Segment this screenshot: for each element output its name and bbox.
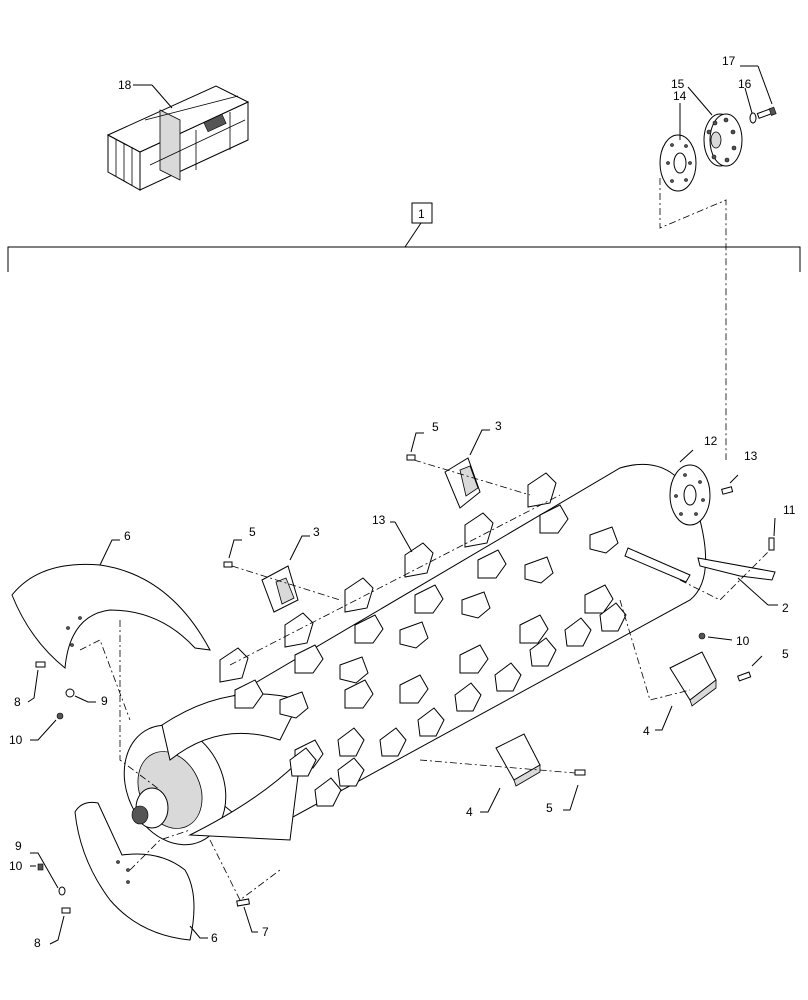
label-2: 2 xyxy=(782,601,789,615)
bolt-part-7 xyxy=(236,898,251,907)
label-13b: 13 xyxy=(744,449,758,463)
label-10c: 10 xyxy=(736,634,750,648)
bolt-part-5-right xyxy=(737,671,752,682)
washer-part-9-upper xyxy=(65,688,75,698)
label-5a: 5 xyxy=(782,647,789,661)
label-10a: 10 xyxy=(9,733,23,747)
label-5b: 5 xyxy=(546,801,553,815)
label-14: 14 xyxy=(673,89,687,103)
label-1: 1 xyxy=(418,207,425,221)
label-15: 15 xyxy=(671,77,685,91)
side-plate-part-6-lower xyxy=(74,801,195,941)
crate-part-18 xyxy=(106,85,250,191)
label-8a: 8 xyxy=(14,695,21,709)
flange-part-15 xyxy=(703,113,743,167)
label-6b: 6 xyxy=(211,931,218,945)
guard-part-3-left xyxy=(261,565,299,613)
bolt-part-8-upper xyxy=(35,661,46,668)
bolt-part-8-lower xyxy=(61,907,71,914)
plate-part-12 xyxy=(669,464,711,526)
bolt-part-5-left xyxy=(223,561,233,568)
label-10b: 10 xyxy=(9,859,23,873)
bolt-part-11 xyxy=(768,537,775,551)
label-11: 11 xyxy=(783,503,796,517)
wedge-part-4-lower xyxy=(495,733,541,787)
label-9a: 9 xyxy=(101,694,108,708)
strip-part-2 xyxy=(624,547,776,583)
bolt-part-5-top xyxy=(406,454,416,461)
plate-part-14 xyxy=(659,134,697,192)
bolt-part-5-lower xyxy=(574,769,586,776)
label-7: 7 xyxy=(262,925,269,939)
label-4b: 4 xyxy=(466,805,473,819)
label-4a: 4 xyxy=(643,724,650,738)
label-1-box xyxy=(411,202,433,224)
bolt-part-17 xyxy=(756,106,777,119)
washer-part-16 xyxy=(749,112,757,124)
guard-part-3-top xyxy=(444,457,481,509)
label-12: 12 xyxy=(704,434,718,448)
label-9b: 9 xyxy=(15,839,22,853)
washer-part-9-lower xyxy=(58,886,66,896)
nut-part-10-upper xyxy=(56,712,64,720)
nut-part-10-lower xyxy=(37,863,44,871)
label-8b: 8 xyxy=(34,936,41,950)
label-5c: 5 xyxy=(432,420,439,434)
label-3a: 3 xyxy=(495,419,502,433)
label-18: 18 xyxy=(118,78,132,92)
label-5d: 5 xyxy=(249,525,256,539)
side-plate-part-6-upper xyxy=(11,563,211,669)
bolt-part-13 xyxy=(721,486,734,495)
label-16: 16 xyxy=(738,77,752,91)
rotor-drum xyxy=(123,463,707,846)
rotor-teeth xyxy=(219,472,627,807)
label-6a: 6 xyxy=(124,529,131,543)
wedge-part-4-right xyxy=(669,651,717,707)
label-13a: 13 xyxy=(372,513,386,527)
label-17: 17 xyxy=(722,54,736,68)
label-3b: 3 xyxy=(313,525,320,539)
